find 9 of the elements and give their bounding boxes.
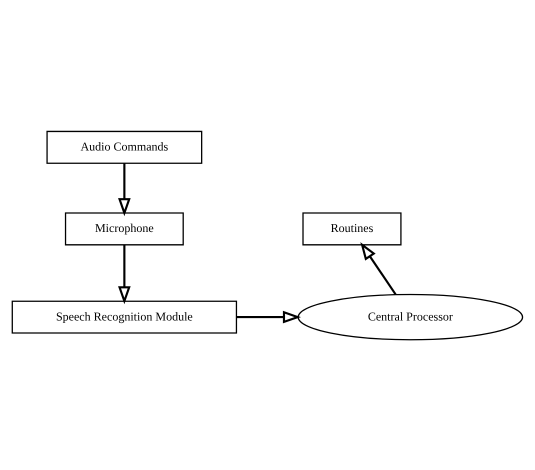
node-box: Routines bbox=[302, 212, 402, 245]
node-ellipse: Central Processor bbox=[298, 293, 524, 340]
arrow bbox=[118, 163, 131, 216]
node-box: Speech Recognition Module bbox=[12, 300, 238, 334]
node-box: Audio Commands bbox=[46, 130, 202, 164]
arrow bbox=[360, 242, 397, 295]
node-box: Microphone bbox=[64, 212, 184, 245]
arrow bbox=[236, 310, 301, 323]
arrow bbox=[118, 244, 131, 304]
